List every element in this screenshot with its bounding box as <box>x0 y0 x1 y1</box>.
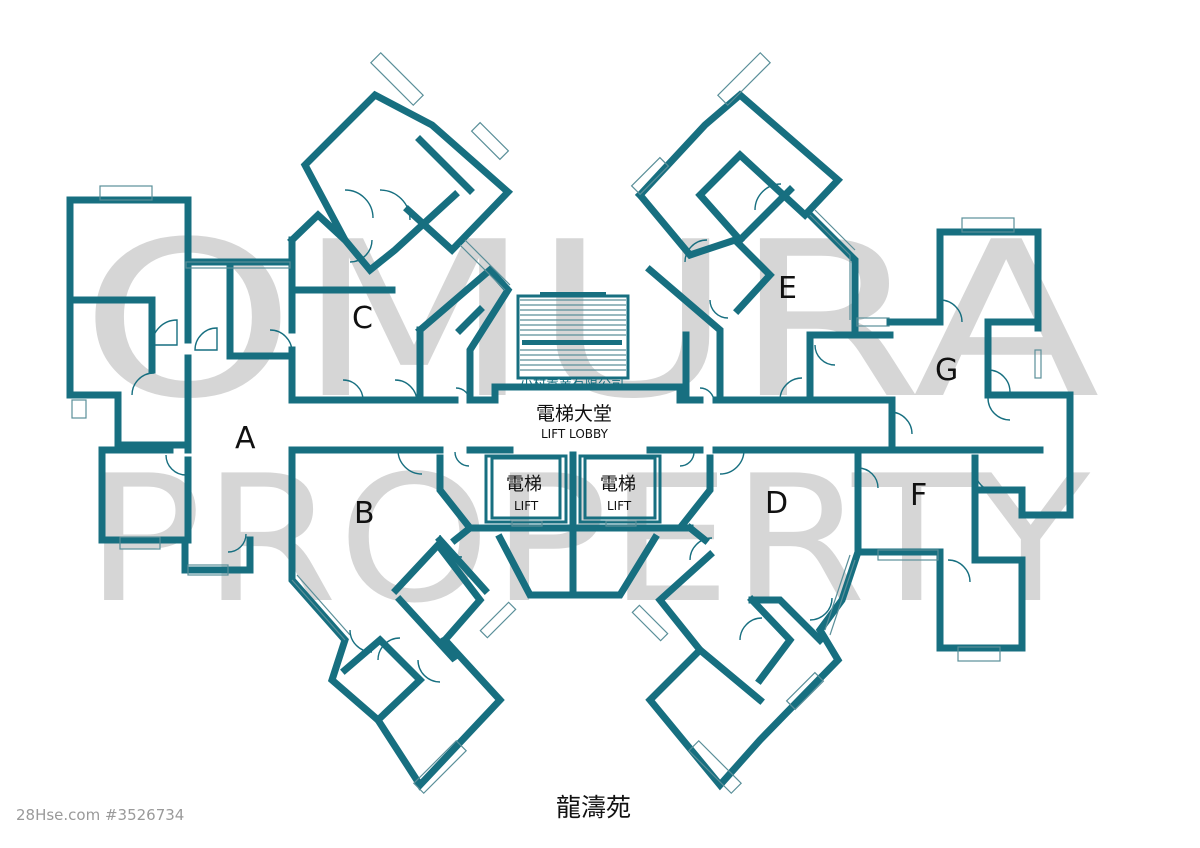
flat-a-label: A <box>235 421 256 456</box>
lift-2-label-english: LIFT <box>607 499 632 513</box>
flat-b-label: B <box>354 496 375 531</box>
building-name: 龍濤苑 <box>556 793 631 822</box>
staircase <box>516 292 630 380</box>
flat-f-label: F <box>910 478 927 513</box>
flat-e: E <box>630 51 894 404</box>
flat-d: D <box>631 446 862 795</box>
flat-c-label: C <box>352 301 373 336</box>
agency-stamp: 小村置業有限公司 <box>520 376 624 392</box>
lift-1-label-english: LIFT <box>514 499 539 513</box>
flat-e-label: E <box>778 271 797 306</box>
lift-2-label-chinese: 電梯 <box>600 474 636 495</box>
flat-c: C <box>287 51 514 404</box>
lift-1-label-chinese: 電梯 <box>506 474 542 495</box>
lift-core <box>436 451 714 599</box>
flat-f: F <box>854 446 1074 662</box>
flat-b: B <box>288 446 517 795</box>
flat-g: G <box>886 217 1074 454</box>
listing-reference: 28Hse.com #3526734 <box>16 806 184 824</box>
flat-g-label: G <box>935 353 958 388</box>
flat-d-label: D <box>765 486 788 521</box>
lift-lobby-label-english: LIFT LOBBY <box>541 427 609 441</box>
lift-lobby-label-chinese: 電梯大堂 <box>536 403 612 425</box>
